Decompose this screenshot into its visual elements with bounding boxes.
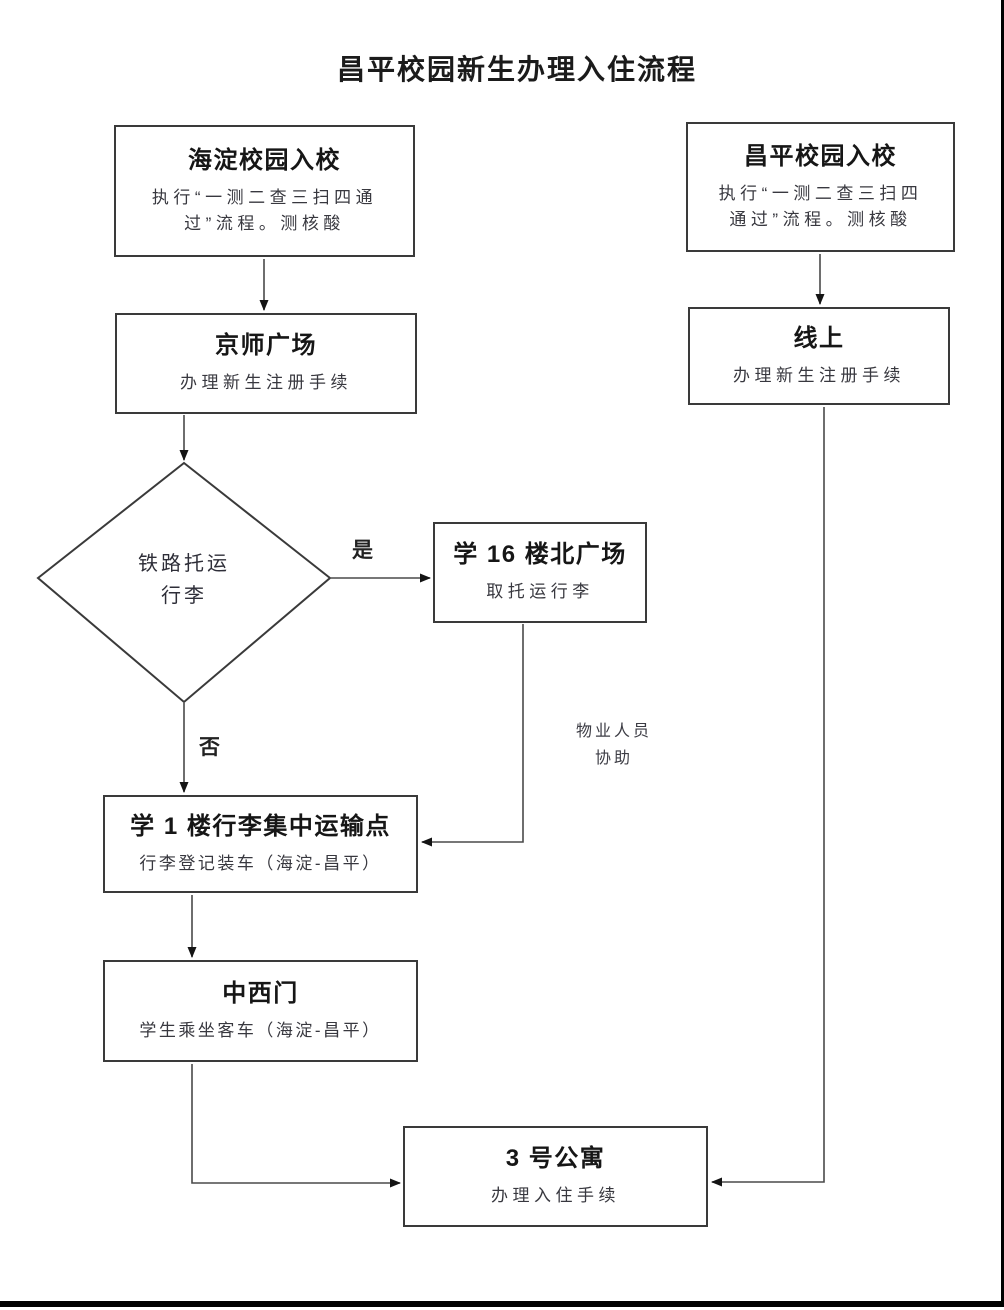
decision-rail-luggage-label: 铁路托运 行李 <box>138 553 230 607</box>
edge-label-no: 否 <box>199 736 221 759</box>
node-xue16-north-square: 学 16 楼北广场 取托运行李 <box>433 522 647 623</box>
node-apartment-3: 3 号公寓 办理入住手续 <box>403 1126 708 1227</box>
node-haidian-entry: 海淀校园入校 执行“一测二查三扫四通 过”流程。测核酸 <box>114 125 415 257</box>
node-changping-entry: 昌平校园入校 执行“一测二查三扫四 通过”流程。测核酸 <box>686 122 955 252</box>
node-jingshi-square: 京师广场 办理新生注册手续 <box>115 313 417 414</box>
page-frame-right-border <box>1001 0 1004 1305</box>
edge-label-yes: 是 <box>352 539 374 562</box>
node-title: 学 1 楼行李集中运输点 <box>130 812 391 840</box>
connector-zhongximen-to-apartment3 <box>191 1064 401 1188</box>
node-subtitle: 办理新生注册手续 <box>180 373 352 393</box>
node-subtitle: 取托运行李 <box>486 582 594 602</box>
node-title: 海淀校园入校 <box>188 146 341 174</box>
node-title: 学 16 楼北广场 <box>453 541 627 569</box>
node-subtitle: 行李登记装车（海淀-昌平） <box>139 853 382 873</box>
page-title: 昌平校园新生办理入住流程 <box>336 54 697 85</box>
node-title: 京师广场 <box>215 332 317 360</box>
decision-diamond-shape <box>36 461 332 704</box>
node-title: 中西门 <box>222 979 299 1007</box>
edge-label-property-assist: 物业人员 协助 <box>575 723 652 768</box>
node-title: 3 号公寓 <box>505 1145 606 1173</box>
connector-online-to-apartment3 <box>711 407 825 1187</box>
node-subtitle: 办理新生注册手续 <box>733 365 905 385</box>
node-zhongxi-gate: 中西门 学生乘坐客车（海淀-昌平） <box>103 960 418 1062</box>
node-subtitle: 学生乘坐客车（海淀-昌平） <box>139 1020 382 1040</box>
connector-xue16-to-xue1 <box>421 624 524 847</box>
node-subtitle: 执行“一测二查三扫四 通过”流程。测核酸 <box>718 183 923 230</box>
node-online: 线上 办理新生注册手续 <box>688 307 950 405</box>
node-subtitle: 执行“一测二查三扫四通 过”流程。测核酸 <box>151 187 378 234</box>
node-title: 昌平校园入校 <box>744 142 897 170</box>
node-subtitle: 办理入住手续 <box>491 1186 620 1206</box>
page-frame-bottom-border <box>0 1301 1004 1307</box>
node-title: 线上 <box>793 324 845 352</box>
node-xue1-luggage-point: 学 1 楼行李集中运输点 行李登记装车（海淀-昌平） <box>103 795 418 893</box>
